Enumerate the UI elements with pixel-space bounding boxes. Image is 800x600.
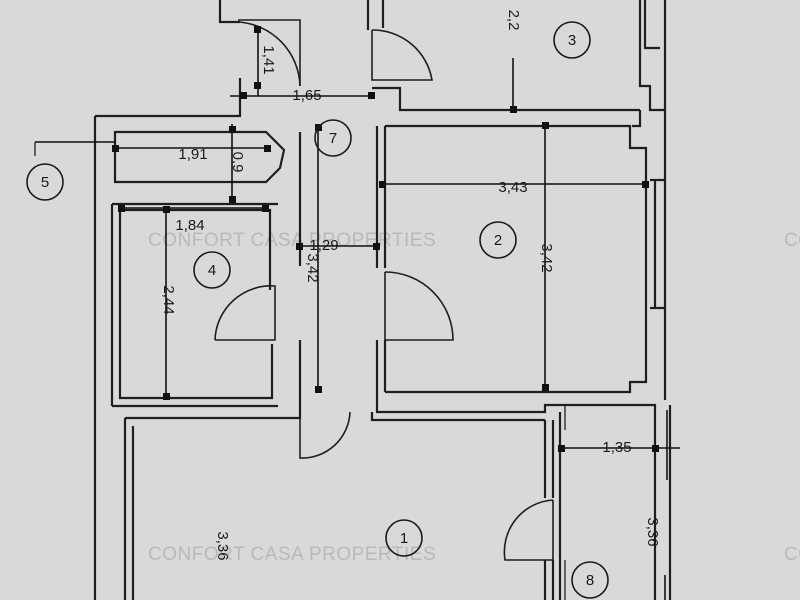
dimension-ticks	[112, 26, 659, 452]
dimension-label-d244: 2,44	[160, 285, 177, 314]
dimension-label-d09: 0,9	[229, 152, 246, 173]
dimension-label-d191: 1,91	[178, 146, 207, 163]
door-room4	[214, 285, 276, 341]
door-entry-arc	[237, 21, 301, 87]
room-number: 3	[568, 32, 576, 49]
dimension-label-d336b: 3,36	[644, 517, 661, 546]
door-room8	[503, 499, 554, 561]
dimension-label-d336a: 3,36	[214, 531, 231, 560]
door-corridor-top	[371, 29, 433, 81]
room-marker-7: 7	[314, 119, 352, 157]
watermark-text: CO	[784, 544, 800, 565]
room-circle	[571, 561, 609, 599]
watermark-text: CO	[784, 230, 800, 251]
room-markers: 1 2 3 4 5 7 8	[26, 21, 609, 599]
walls	[93, 0, 672, 600]
room-number: 7	[329, 130, 337, 147]
room-circle	[193, 251, 231, 289]
room-circle	[385, 519, 423, 557]
room-marker-4: 4	[193, 251, 231, 289]
room-number: 4	[208, 262, 216, 279]
room-number: 1	[400, 530, 408, 547]
room-circle	[314, 119, 352, 157]
dimension-label-d141: 1,41	[260, 45, 277, 74]
watermark-text: CONFORT CASA PROPERTIES	[148, 544, 436, 565]
dimension-label-d343: 3,43	[498, 179, 527, 196]
room-number: 8	[586, 572, 594, 589]
door-room1	[299, 411, 351, 459]
room-number: 2	[494, 232, 502, 249]
dimension-label-d22: 2,2	[505, 10, 522, 31]
dimension-label-d135: 1,35	[602, 439, 631, 456]
dimension-label-d184: 1,84	[175, 217, 204, 234]
room-marker-3: 3	[553, 21, 591, 59]
room-circle	[553, 21, 591, 59]
room-marker-8: 8	[571, 561, 609, 599]
door-entry-upper	[238, 19, 301, 86]
room-circle	[26, 163, 64, 201]
room-marker-1: 1	[385, 519, 423, 557]
dimension-lines	[34, 28, 680, 600]
dimension-label-d342a: 3,42	[304, 253, 321, 282]
door-room2	[384, 271, 454, 341]
dimension-label-d165: 1,65	[292, 87, 321, 104]
room-number: 5	[41, 174, 49, 191]
room-marker-5: 5	[26, 163, 64, 201]
room-circle	[479, 221, 517, 259]
doors	[214, 19, 554, 561]
room-marker-2: 2	[479, 221, 517, 259]
dimension-label-d129: 1,29	[309, 237, 338, 254]
dimension-label-d342b: 3,42	[538, 243, 555, 272]
